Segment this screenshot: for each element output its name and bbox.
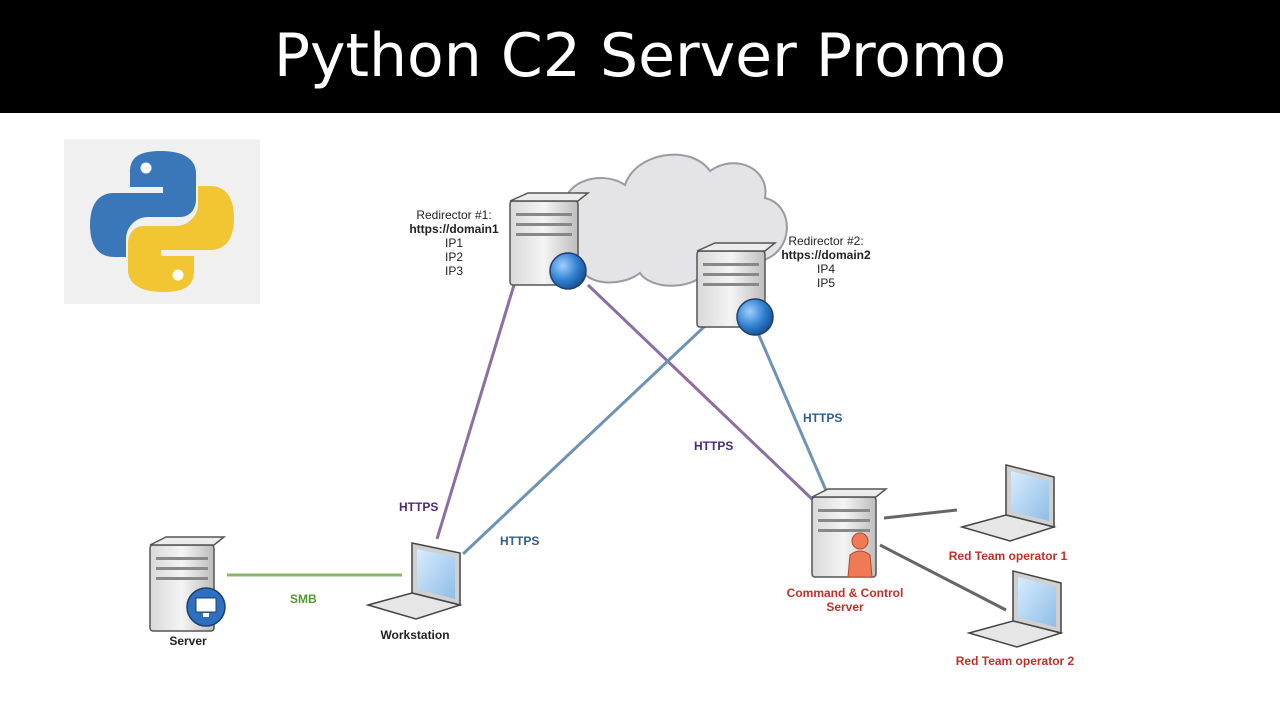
https-link-label: HTTPS [399, 500, 439, 514]
smb-link-label: SMB [290, 592, 317, 606]
link-c2-operator2 [879, 543, 1007, 612]
redirector2-ip: IP4 [816, 262, 835, 276]
header-bar: Python C2 Server Promo [0, 0, 1280, 113]
redirector2-title: Redirector #2: [788, 234, 864, 248]
redirector1-domain: https://domain1 [409, 222, 499, 236]
redirector1-label: Redirector #1: https://domain1 IP1 IP2 I… [394, 208, 514, 278]
https-link-label: HTTPS [500, 534, 540, 548]
page-title: Python C2 Server Promo [273, 21, 1007, 91]
link-redirector1-c2 [586, 283, 814, 501]
workstation-laptop-icon [365, 542, 463, 620]
https-link-label: HTTPS [803, 411, 843, 425]
link-workstation-redirector1 [435, 274, 519, 540]
workstation-label: Workstation [380, 628, 450, 642]
redirector1-ip: IP3 [444, 264, 463, 278]
c2-label-line2: Server [826, 600, 864, 614]
c2-label-line1: Command & Control [786, 586, 904, 600]
redirector2-server-icon [696, 242, 778, 336]
redirector1-server-icon [509, 192, 591, 290]
redirector1-ip: IP1 [444, 236, 463, 250]
https-link-label: HTTPS [694, 439, 734, 453]
redirector1-ip: IP2 [444, 250, 463, 264]
link-redirector2-c2 [756, 332, 830, 496]
server-icon [149, 536, 227, 632]
link-workstation-redirector2 [461, 324, 707, 556]
operator2-label: Red Team operator 2 [955, 654, 1075, 668]
python-logo [64, 139, 260, 304]
redirector2-label: Redirector #2: https://domain2 IP4 IP5 [766, 234, 886, 290]
link-c2-operator1 [883, 508, 958, 520]
operator1-laptop-icon [959, 464, 1057, 542]
operator2-laptop-icon [966, 570, 1064, 648]
network-diagram [149, 153, 1064, 648]
redirector2-ip: IP5 [816, 276, 835, 290]
server-label: Server [169, 634, 207, 648]
redirector2-domain: https://domain2 [781, 248, 871, 262]
python-logo-icon [90, 151, 234, 292]
operator1-label: Red Team operator 1 [948, 549, 1068, 563]
c2-server-icon [811, 488, 889, 578]
redirector1-title: Redirector #1: [416, 208, 492, 222]
c2-label: Command & Control Server [775, 586, 915, 614]
